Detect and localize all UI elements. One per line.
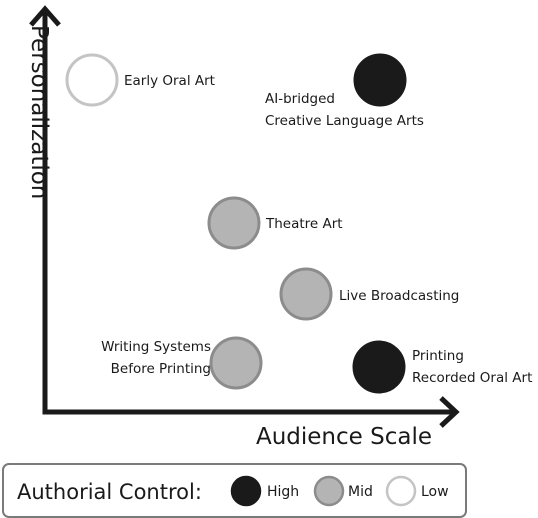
legend-low-label: Low — [421, 484, 449, 500]
printing-label-line: Recorded Oral Art — [412, 370, 532, 386]
legend-low-swatch — [385, 475, 417, 507]
writing-systems-mid-circle — [209, 336, 263, 390]
ai-bridged-label-line: AI-bridged — [265, 91, 335, 107]
printing-high-circle — [352, 340, 406, 394]
writing-systems-label-line: Before Printing — [111, 361, 211, 377]
diagram-item-early-oral-art: Early Oral Art — [65, 53, 215, 107]
ai-bridged-label-line: Creative Language Arts — [265, 113, 424, 129]
diagram-item-theatre-art: Theatre Art — [207, 196, 343, 250]
early-oral-art-label-line: Early Oral Art — [124, 73, 215, 89]
printing-label-line: Printing — [412, 348, 464, 364]
x-axis-arrow-icon — [439, 396, 460, 428]
early-oral-art-label: Early Oral Art — [124, 73, 215, 89]
y-axis-arrow-icon — [29, 5, 61, 27]
ai-bridged-high-circle — [353, 53, 407, 107]
legend-entries: High Mid Low — [230, 475, 449, 507]
x-axis-label: Audience Scale — [256, 424, 432, 450]
theatre-art-label-line: Theatre Art — [265, 216, 343, 232]
legend-high-label: High — [267, 484, 299, 500]
legend-title: Authorial Control: — [17, 480, 202, 504]
y-axis-label: Personalization — [26, 25, 52, 199]
live-broadcasting-mid-circle — [279, 267, 333, 321]
live-broadcasting-label-line: Live Broadcasting — [339, 288, 459, 304]
diagram-item-live-broadcasting: Live Broadcasting — [279, 267, 459, 321]
legend-mid-swatch — [313, 475, 345, 507]
legend-high-swatch — [230, 475, 262, 507]
live-broadcasting-label: Live Broadcasting — [339, 288, 459, 304]
legend-mid-label: Mid — [348, 484, 373, 500]
theatre-art-mid-circle — [207, 196, 261, 250]
writing-systems-label-line: Writing Systems — [101, 339, 211, 355]
early-oral-art-low-circle — [65, 53, 119, 107]
theatre-art-label: Theatre Art — [265, 216, 343, 232]
